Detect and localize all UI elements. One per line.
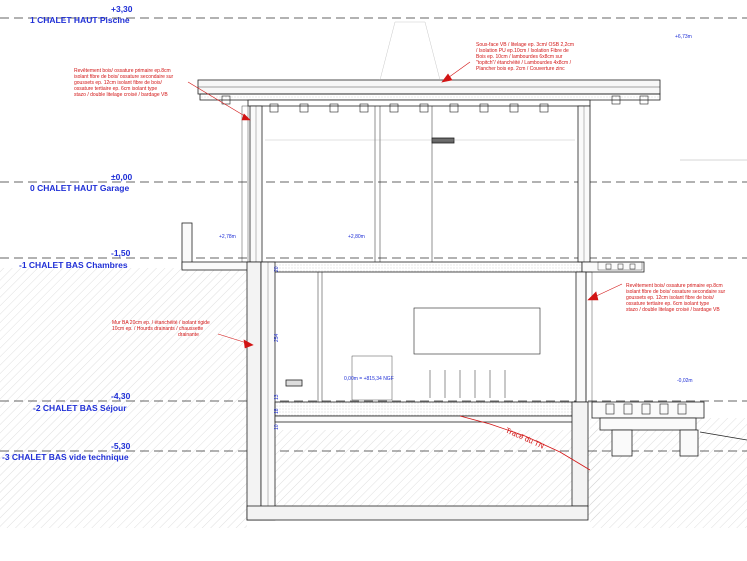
level-m2-value: -4,30 bbox=[111, 391, 131, 401]
dim-roof-top: +6,73m bbox=[675, 34, 692, 40]
level-m1-name: -1 CHALET BAS Chambres bbox=[19, 260, 128, 270]
level-1-value: +3,30 bbox=[111, 4, 133, 14]
annotation-leaders bbox=[187, 61, 623, 349]
building-structure bbox=[181, 21, 747, 521]
level-0-name: 0 CHALET HAUT Garage bbox=[30, 183, 129, 193]
dim-zero-ngf: 0,00m = +815,34 NGF bbox=[344, 376, 394, 382]
dim-upper-floor: +2,80m bbox=[348, 234, 365, 240]
note-roof: Sous-face VB / litelage ep. 3cm/ OSB 2,2… bbox=[476, 42, 576, 72]
dimension-labels: +6,73m +2,78m +2,80m 0,00m = +815,34 NGF… bbox=[219, 34, 693, 430]
note-base-wall: Mur BA 20cm ep. / étanchéité / isolant r… bbox=[112, 320, 211, 338]
dim-v-mid: 254 bbox=[274, 333, 280, 342]
dim-right-ground: -0,02m bbox=[677, 378, 693, 384]
dim-v-c: 10 bbox=[274, 424, 280, 430]
note-left-wall: Revêtement bois/ ossature primaire ep.8c… bbox=[74, 68, 175, 98]
level-m2-name: -2 CHALET BAS Séjour bbox=[33, 403, 127, 413]
level-m3-name: -3 CHALET BAS vide technique bbox=[2, 452, 129, 462]
dim-v-a: 13 bbox=[274, 394, 280, 400]
level-labels: +3,30 1 CHALET HAUT Piscine ±0,00 0 CHAL… bbox=[2, 4, 133, 462]
level-0-value: ±0,00 bbox=[111, 172, 132, 182]
note-right-wall: Revêtement bois/ ossature primaire ep.8c… bbox=[626, 283, 727, 313]
dim-left-terrace: +2,78m bbox=[219, 234, 236, 240]
annotation-notes: Revêtement bois/ ossature primaire ep.8c… bbox=[74, 42, 727, 338]
level-m3-value: -5,30 bbox=[111, 441, 131, 451]
dim-v-top: 20 bbox=[274, 266, 280, 272]
level-m1-value: -1,50 bbox=[111, 248, 131, 258]
dim-v-b: 18 bbox=[274, 408, 280, 414]
level-1-name: 1 CHALET HAUT Piscine bbox=[30, 15, 130, 25]
